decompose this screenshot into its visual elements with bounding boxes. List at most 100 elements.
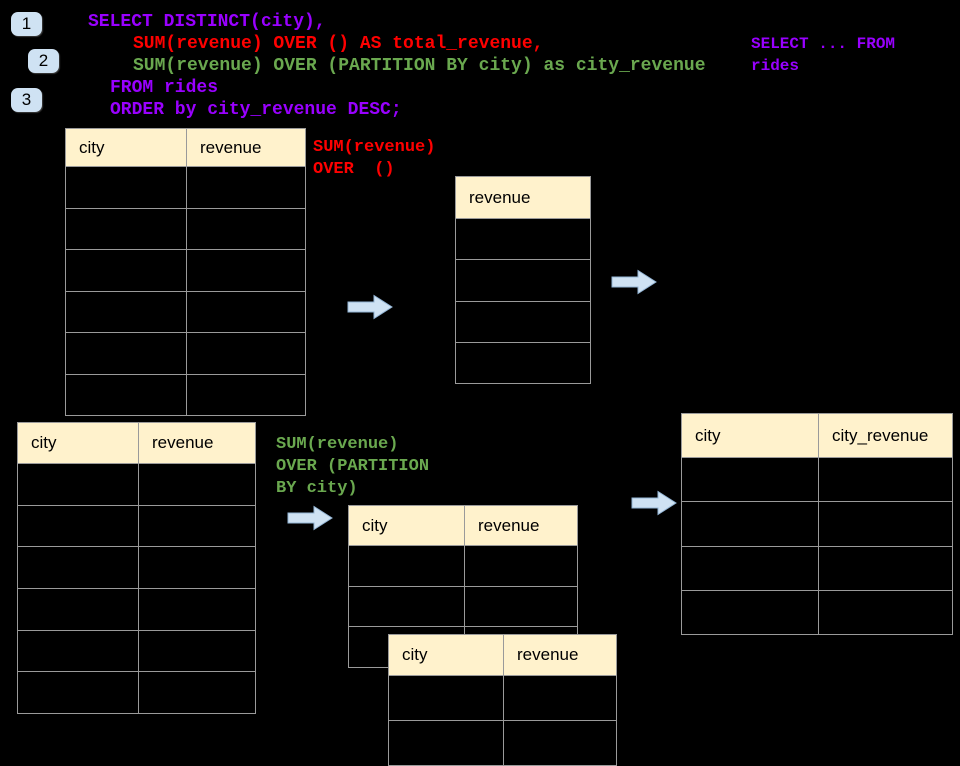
annotation-total-line-2: OVER () bbox=[313, 160, 395, 179]
side-note-line-2: rides bbox=[751, 57, 800, 75]
table-cell-empty bbox=[186, 291, 305, 332]
step-badge-1: 1 bbox=[11, 12, 42, 36]
table-cell-empty bbox=[66, 167, 186, 208]
annotation-total-line-1: SUM(revenue) bbox=[313, 138, 436, 157]
table-body bbox=[456, 219, 590, 383]
table-source-top: city revenue bbox=[65, 128, 306, 416]
table-row bbox=[349, 546, 577, 587]
table-city-revenue-result: city city_revenue bbox=[681, 413, 953, 635]
table-cell-empty bbox=[503, 721, 616, 765]
table-body bbox=[682, 458, 952, 634]
table-cell-empty bbox=[456, 260, 590, 300]
table-body bbox=[389, 676, 616, 765]
table-header-row: city revenue bbox=[349, 506, 577, 546]
table-cell-empty bbox=[138, 547, 255, 589]
sql-line-order-by: ORDER by city_revenue DESC; bbox=[110, 100, 402, 120]
table-cell-empty bbox=[66, 375, 186, 416]
table-cell-empty bbox=[818, 458, 952, 502]
table-cell-empty bbox=[186, 208, 305, 249]
table-cell-empty bbox=[186, 167, 305, 208]
table-body bbox=[66, 167, 305, 415]
table-body bbox=[18, 464, 255, 713]
table-cell-empty bbox=[456, 302, 590, 342]
table-cell-empty bbox=[818, 590, 952, 634]
table-row bbox=[66, 374, 305, 416]
table-header-row: revenue bbox=[456, 177, 590, 219]
table-cell-empty bbox=[66, 209, 186, 250]
table-row bbox=[18, 589, 255, 631]
sql-line-select: SELECT DISTINCT(city), bbox=[88, 12, 326, 32]
table-cell-empty bbox=[138, 589, 255, 630]
table-row bbox=[18, 630, 255, 673]
table-row bbox=[66, 208, 305, 250]
table-partitioned-overlay: city revenue bbox=[388, 634, 617, 766]
table-cell-empty bbox=[389, 676, 503, 720]
column-header-city: city bbox=[695, 425, 721, 445]
side-note-line-1: SELECT ... FROM bbox=[751, 35, 896, 53]
table-row bbox=[18, 464, 255, 506]
column-header-revenue: revenue bbox=[503, 635, 616, 675]
table-cell-empty bbox=[682, 591, 818, 634]
table-header-row: city revenue bbox=[389, 635, 616, 676]
table-cell-empty bbox=[682, 547, 818, 590]
table-cell-empty bbox=[349, 587, 464, 627]
table-cell-empty bbox=[464, 546, 577, 586]
table-row bbox=[456, 260, 590, 302]
table-partitioned-mid: city revenue bbox=[348, 505, 578, 668]
sql-line-from: FROM rides bbox=[110, 78, 219, 98]
flow-arrow-icon bbox=[287, 505, 333, 531]
table-cell-empty bbox=[349, 546, 464, 586]
table-row bbox=[349, 586, 577, 628]
table-row bbox=[682, 546, 952, 591]
table-row bbox=[66, 333, 305, 375]
table-cell-empty bbox=[138, 505, 255, 547]
table-row bbox=[456, 219, 590, 261]
annotation-partition-line-3: BY city) bbox=[276, 479, 358, 498]
table-cell-empty bbox=[818, 546, 952, 590]
table-row bbox=[18, 505, 255, 548]
column-header-revenue: revenue bbox=[138, 423, 255, 463]
table-cell-empty bbox=[186, 250, 305, 291]
table-cell-empty bbox=[18, 589, 138, 630]
table-cell-empty bbox=[66, 292, 186, 333]
flow-arrow-icon bbox=[347, 294, 393, 320]
table-cell-empty bbox=[66, 333, 186, 374]
table-cell-empty bbox=[456, 343, 590, 383]
table-row bbox=[66, 250, 305, 292]
table-cell-empty bbox=[66, 250, 186, 291]
table-cell-empty bbox=[138, 630, 255, 672]
table-cell-empty bbox=[389, 721, 503, 765]
table-row bbox=[18, 547, 255, 590]
step-badge-3: 3 bbox=[11, 88, 42, 112]
column-header-city: city bbox=[362, 515, 388, 535]
sql-line-total-revenue: SUM(revenue) OVER () AS total_revenue, bbox=[133, 34, 544, 54]
table-cell-empty bbox=[682, 502, 818, 545]
table-row bbox=[456, 343, 590, 383]
table-row bbox=[389, 721, 616, 765]
table-cell-empty bbox=[456, 219, 590, 259]
column-header-revenue: revenue bbox=[464, 506, 577, 545]
table-header-row: city city_revenue bbox=[682, 414, 952, 458]
column-header-revenue: revenue bbox=[469, 187, 531, 207]
annotation-partition-line-2: OVER (PARTITION bbox=[276, 457, 430, 476]
table-row bbox=[682, 502, 952, 547]
column-header-city: city bbox=[31, 433, 57, 452]
table-cell-empty bbox=[503, 676, 616, 720]
table-cell-empty bbox=[464, 586, 577, 627]
sql-line-city-revenue: SUM(revenue) OVER (PARTITION BY city) as… bbox=[133, 56, 706, 76]
table-cell-empty bbox=[18, 631, 138, 672]
table-total-revenue-result: revenue bbox=[455, 176, 591, 384]
table-cell-empty bbox=[18, 672, 138, 713]
table-row bbox=[66, 291, 305, 333]
table-cell-empty bbox=[138, 672, 255, 713]
table-row bbox=[456, 302, 590, 343]
table-header-row: city revenue bbox=[18, 423, 255, 464]
table-source-bottom: city revenue bbox=[17, 422, 256, 714]
flow-arrow-icon bbox=[631, 490, 677, 516]
flow-arrow-icon bbox=[611, 269, 657, 295]
table-cell-empty bbox=[138, 464, 255, 505]
table-row bbox=[18, 672, 255, 713]
step-badge-2: 2 bbox=[28, 49, 59, 73]
table-cell-empty bbox=[18, 547, 138, 588]
table-row bbox=[682, 458, 952, 503]
